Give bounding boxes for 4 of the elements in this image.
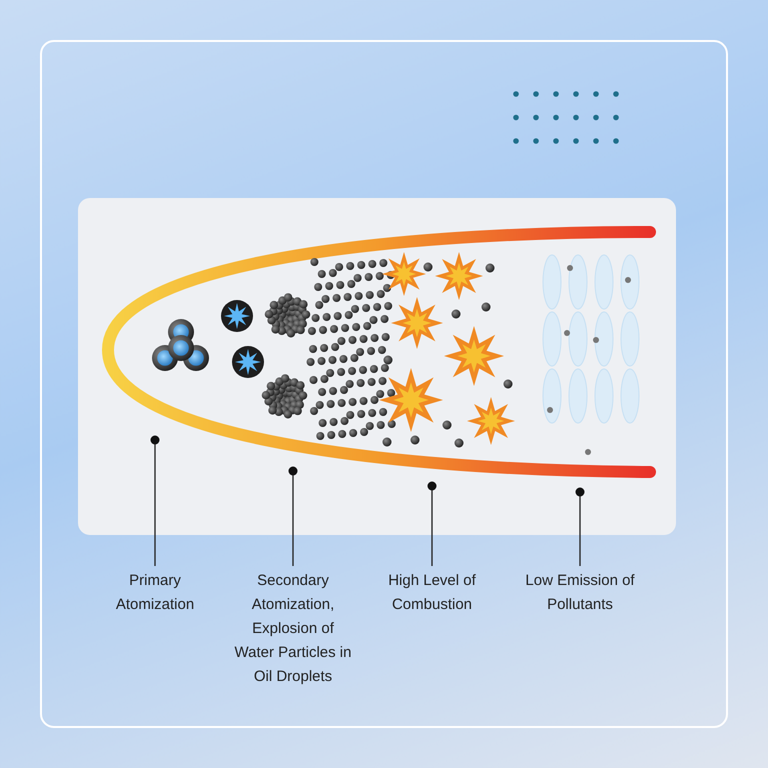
stage-label: Secondary Atomization, Explosion of Water Particles in Oil Droplets [231,569,355,689]
stage-label: Low Emission of Pollutants [518,569,642,617]
stage-label: High Level of Combustion [370,569,494,617]
stage-label: Primary Atomization [93,569,217,617]
